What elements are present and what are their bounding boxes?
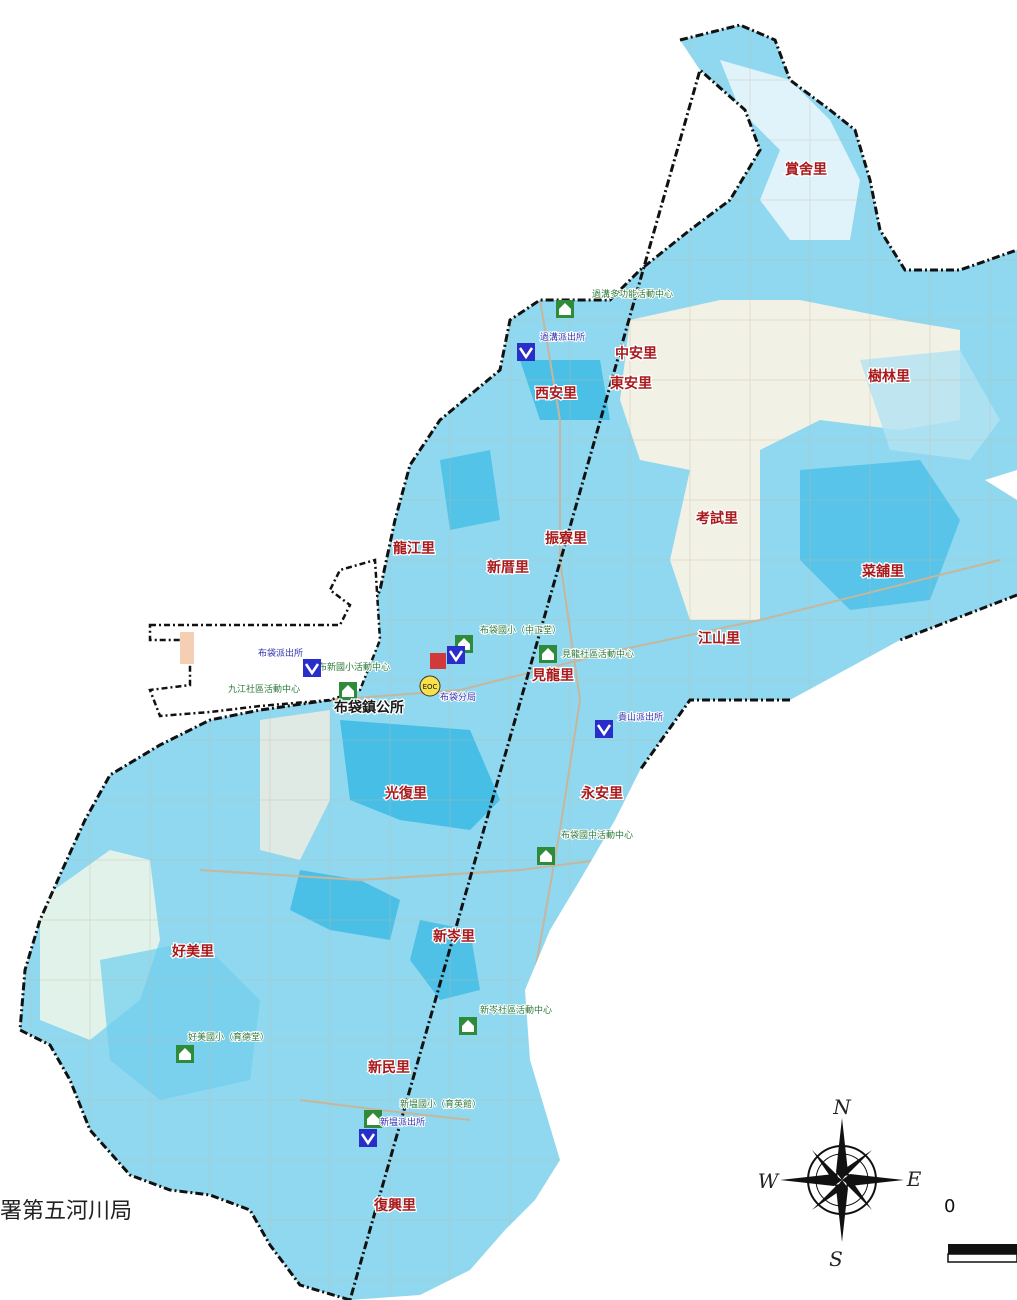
main-road-1	[329, 559, 1001, 701]
village-label: 西安里	[535, 385, 577, 402]
shelter-label: 新岑社區活動中心	[480, 1004, 552, 1016]
police-station-icon[interactable]	[595, 720, 613, 738]
port-building	[180, 632, 194, 664]
village-labels: 賞舍里 中安里 東安里 西安里 樹林里 考試里 振寮里 新厝里 龍江里 菜舖里 …	[170, 160, 912, 1216]
shelter-icon[interactable]	[537, 847, 555, 865]
shelter-label: 九江社區活動中心	[228, 683, 300, 695]
village-label: 菜舖里	[861, 563, 904, 580]
police-station-label: 布袋分局	[440, 691, 476, 703]
village-label: 樹林里	[868, 368, 910, 385]
shelter-icon[interactable]	[176, 1045, 194, 1063]
township-boundary	[18, 23, 1017, 1300]
police-station-label: 過溝派出所	[540, 331, 585, 343]
village-label: 新民里	[368, 1059, 410, 1076]
shelter-icon[interactable]	[539, 645, 557, 663]
shelter-label: 好美國小（育德堂）	[188, 1031, 269, 1043]
village-label: 永安里	[580, 785, 623, 802]
compass-w: W	[758, 1169, 780, 1193]
village-label: 振寮里	[545, 530, 587, 547]
police-station-icon[interactable]	[303, 659, 321, 677]
port-area-boundary	[148, 558, 382, 718]
shelter-label: 新塭國小（育英館）	[400, 1098, 481, 1110]
police-station-label: 貴山派出所	[618, 711, 663, 723]
eoc-icon[interactable]	[419, 675, 441, 697]
village-label: 江山里	[698, 630, 740, 647]
shelter-label: 布袋國中活動中心	[561, 829, 633, 841]
village-label: 龍江里	[393, 540, 435, 557]
compass-s: S	[829, 1247, 843, 1271]
village-label: 新岑里	[433, 928, 475, 945]
compass-n: N	[832, 1095, 852, 1119]
village-label: 考試里	[696, 510, 738, 527]
village-label: 東安里	[610, 375, 652, 392]
eoc-label: EOC	[423, 683, 438, 691]
police-station-label: 布袋派出所	[258, 647, 303, 659]
poi-markers: 過溝多功能活動中心 布袋國小（中正堂） 見龍社區活動中心 布新國小活動中心 九江…	[176, 287, 674, 1147]
police-station-icon[interactable]	[359, 1129, 377, 1147]
compass-star-icon	[780, 1118, 904, 1242]
shelter-icon[interactable]	[364, 1110, 382, 1128]
village-label: 復興里	[373, 1197, 416, 1214]
shelter-label: 見龍社區活動中心	[562, 648, 634, 660]
village-label: 中安里	[615, 345, 657, 362]
village-label: 見龍里	[531, 667, 574, 684]
compass-e: E	[906, 1167, 922, 1191]
shelter-icon[interactable]	[459, 1017, 477, 1035]
police-station-icon[interactable]	[447, 646, 465, 664]
village-label: 新厝里	[487, 559, 529, 576]
shelter-label: 布袋國小（中正堂）	[480, 624, 561, 636]
north-arrow-compass: N S E W	[758, 1095, 922, 1271]
police-station-icon[interactable]	[517, 343, 535, 361]
shelter-label: 過溝多功能活動中心	[592, 288, 673, 300]
shelter-label: 布新國小活動中心	[318, 661, 390, 673]
source-credit: 署第五河川局	[0, 1199, 132, 1224]
village-label: 賞舍里	[785, 161, 827, 178]
scale-zero-label: 0	[944, 1196, 955, 1217]
main-road-3	[199, 859, 601, 882]
scale-bar: 0	[944, 1196, 1017, 1263]
police-hq-icon[interactable]	[430, 653, 446, 669]
town-office-label: 布袋鎮公所	[334, 699, 404, 716]
police-station-label: 新塭派出所	[380, 1116, 425, 1128]
shelter-icon[interactable]	[339, 682, 357, 700]
village-label: 光復里	[384, 785, 427, 802]
village-label: 好美里	[171, 943, 214, 960]
shelter-icon[interactable]	[556, 300, 574, 318]
